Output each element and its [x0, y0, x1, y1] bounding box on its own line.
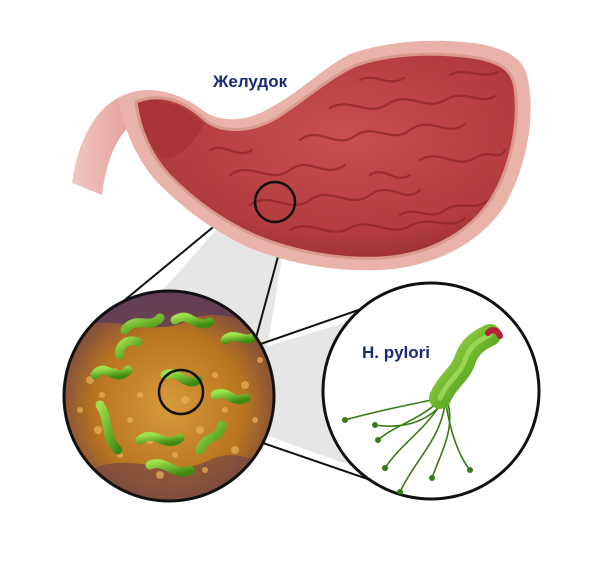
- stomach-zoom-circle: [253, 180, 297, 224]
- stomach-label: Желудок: [213, 72, 288, 91]
- bacterium-illustration: [342, 324, 503, 495]
- bacterium-magnified-view: [321, 281, 541, 501]
- bacterium-zoom-circle: [157, 368, 205, 416]
- stomach-illustration: [72, 40, 531, 271]
- bacterium-label: H. pylori: [362, 343, 431, 362]
